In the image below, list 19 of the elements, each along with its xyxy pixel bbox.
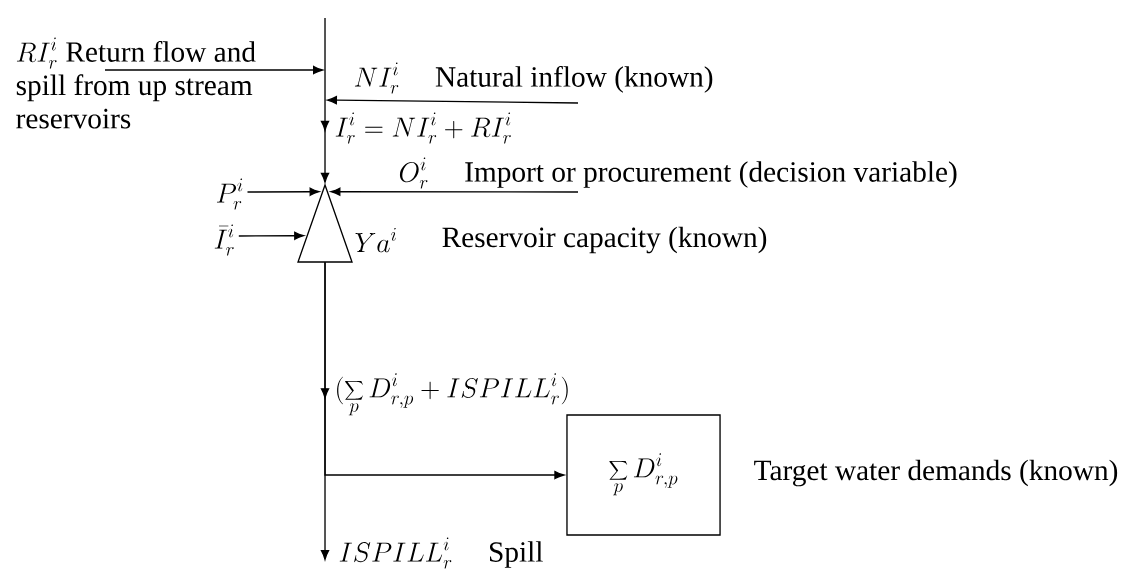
flow-label: $NI^{i}_{r}$ Natural inflow (known) xyxy=(354,62,713,94)
arrow xyxy=(246,187,320,196)
formula-label: $\bar{I}^{i}_{r}$ xyxy=(214,224,234,256)
edge-label: $I^{i}_{r} = NI^{i}_{r} + RI^{i}_{r}$ xyxy=(335,112,511,144)
formula-label: $P^{i}_{r}$ xyxy=(216,178,243,210)
demand-box: $\sum_{p} D^{i}_{r,p}$ xyxy=(566,414,721,536)
edge-label: $(\sum_{p} D^{i}_{r,p} + ISPILL^{i}_{r})$ xyxy=(337,373,568,416)
flow-label: $RI^{i}_{r}$ Return flow and spill from up stream reservoirs xyxy=(16,37,256,129)
arrow xyxy=(104,65,323,75)
flow-label: $ISPILL^{i}_{r}$ Spill xyxy=(339,537,543,569)
arrow xyxy=(238,231,305,240)
arrow xyxy=(324,261,565,480)
arrow xyxy=(320,17,330,183)
annotation-text: Reservoir capacity (known) xyxy=(442,226,767,254)
arrow xyxy=(327,96,579,105)
arrow xyxy=(330,187,579,196)
flow-label: $O^{i}_{r}$ Import or procurement (decision variable) xyxy=(399,157,957,189)
formula-label: $Ya^{i}$ xyxy=(355,228,396,253)
annotation-text: Target water demands (known) xyxy=(754,459,1118,487)
